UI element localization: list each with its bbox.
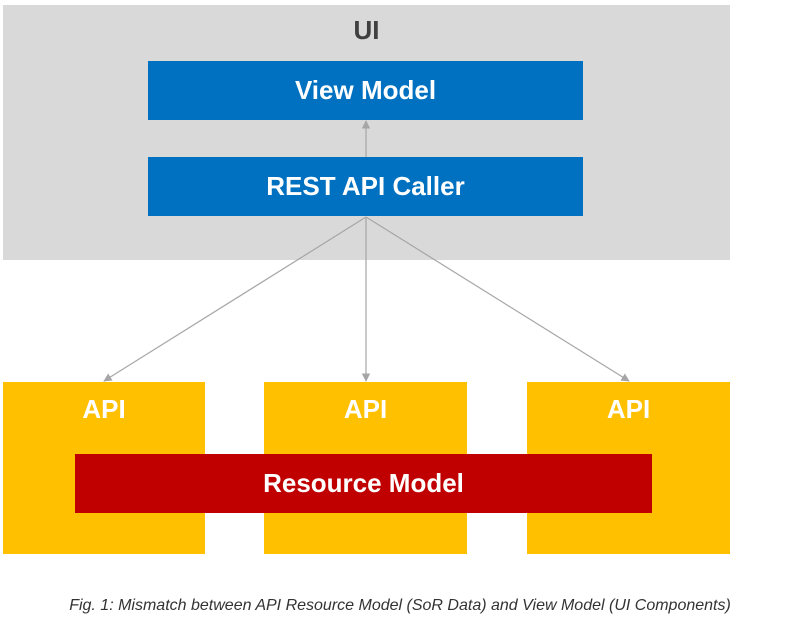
rest-api-caller-label: REST API Caller: [266, 171, 465, 201]
view-model-box: View Model: [148, 61, 583, 120]
figure-caption: Fig. 1: Mismatch between API Resource Mo…: [69, 597, 731, 614]
resource-model-label: Resource Model: [263, 468, 464, 498]
resource-model-box: Resource Model: [75, 454, 652, 513]
api-box-1-label: API: [82, 394, 126, 424]
api-box-2-label: API: [343, 394, 388, 424]
view-model-label: View Model: [294, 75, 437, 105]
api-box-3-label: API: [606, 394, 651, 424]
rest-api-caller-box: REST API Caller: [148, 157, 583, 216]
ui-container: UI: [3, 5, 730, 260]
ui-container-label: UI: [353, 15, 380, 45]
